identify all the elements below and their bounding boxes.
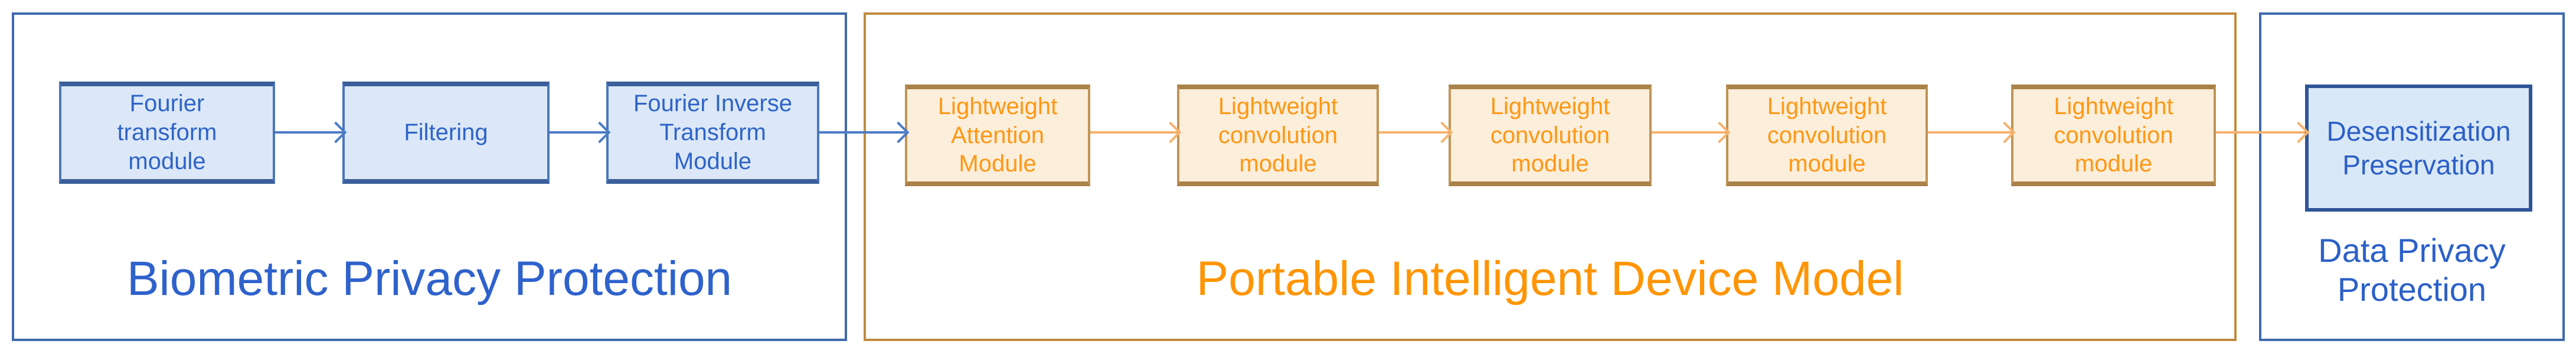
node-fourier-inverse-transform-module: Fourier Inverse Transform Module — [606, 82, 819, 184]
node-lightweight-convolution-module-4: Lightweight convolution module — [2011, 85, 2216, 186]
node-filtering: Filtering — [342, 82, 550, 184]
arrow-conv1-to-conv2-icon — [1379, 131, 1449, 134]
arrow-fourier-transform-to-filtering-icon — [275, 131, 342, 134]
arrow-conv4-to-desensitization-icon — [2216, 131, 2305, 134]
node-lightweight-convolution-module-1: Lightweight convolution module — [1177, 85, 1379, 186]
arrow-conv3-to-conv4-icon — [1928, 131, 2011, 134]
arrow-fourier-inverse-to-attention-icon — [819, 131, 905, 134]
node-lightweight-attention-module: Lightweight Attention Module — [905, 85, 1090, 186]
section-title-biometric: Biometric Privacy Protection — [126, 252, 733, 306]
node-lightweight-convolution-module-2: Lightweight convolution module — [1449, 85, 1652, 186]
arrow-attention-to-conv1-icon — [1090, 131, 1177, 134]
arrow-conv2-to-conv3-icon — [1652, 131, 1726, 134]
section-title-portable: Portable Intelligent Device Model — [1196, 252, 1904, 306]
arrow-filtering-to-fourier-inverse-icon — [550, 131, 606, 134]
section-title-data-privacy: Data Privacy Protection — [2318, 231, 2506, 308]
node-fourier-transform-module: Fourier transform module — [59, 82, 275, 184]
node-desensitization-preservation: Desensitization Preservation — [2305, 85, 2532, 212]
node-lightweight-convolution-module-3: Lightweight convolution module — [1726, 85, 1928, 186]
